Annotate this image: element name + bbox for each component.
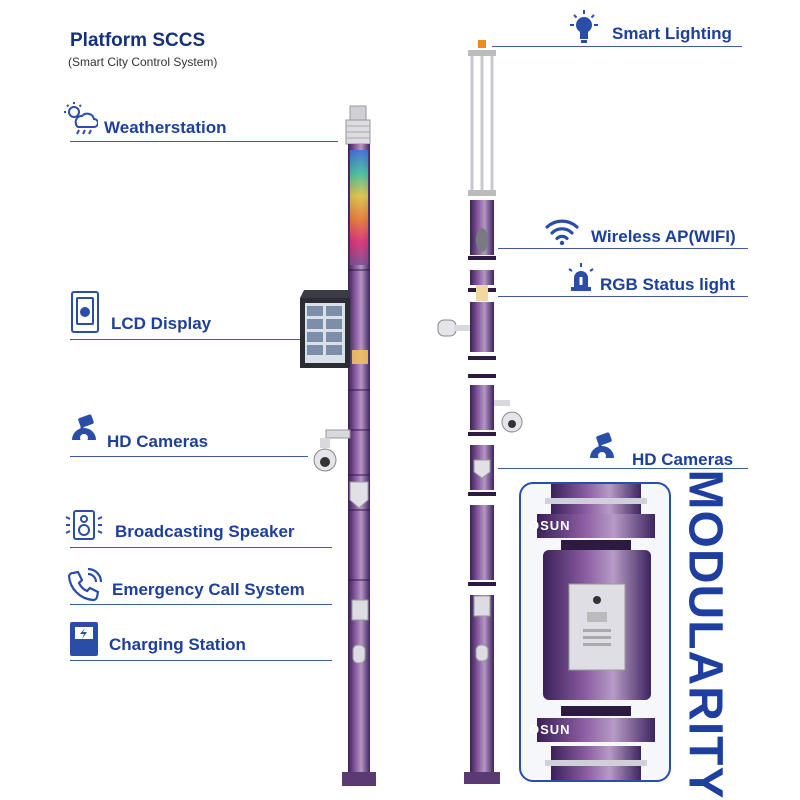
charging-icon xyxy=(68,620,100,658)
modularity-heading: MODULARITY xyxy=(679,469,732,799)
page-title: Platform SCCS xyxy=(70,30,206,51)
leader-line xyxy=(498,248,748,249)
leader-line xyxy=(498,468,748,469)
leader-line xyxy=(70,141,338,142)
label-emergency-call: Emergency Call System xyxy=(112,580,305,599)
leader-line xyxy=(70,339,300,340)
lightbulb-icon xyxy=(566,8,602,48)
label-smart-lighting: Smart Lighting xyxy=(612,24,732,43)
label-lcd-display: LCD Display xyxy=(111,314,212,333)
lcd-display-icon xyxy=(70,290,100,334)
camera-icon xyxy=(586,430,618,464)
camera-icon xyxy=(68,412,100,446)
alarm-light-icon xyxy=(566,262,596,292)
smart-pole-right xyxy=(437,40,523,784)
label-hd-cameras-left: HD Cameras xyxy=(107,432,209,451)
wifi-icon xyxy=(544,218,580,246)
leader-line xyxy=(70,604,332,605)
page-subtitle: (Smart City Control System) xyxy=(68,55,218,69)
label-hd-cameras-right: HD Cameras xyxy=(632,450,734,469)
smart-pole-left xyxy=(300,105,376,786)
modularity-text: MODULARITY xyxy=(678,469,732,799)
leader-line xyxy=(70,660,332,661)
label-weatherstation: Weatherstation xyxy=(104,118,227,137)
module-brand-top: OSUN xyxy=(529,518,571,533)
leader-line xyxy=(492,46,742,47)
label-charging-station: Charging Station xyxy=(109,635,246,654)
leader-line xyxy=(70,547,332,548)
leader-line xyxy=(70,456,308,457)
label-broadcasting-speaker: Broadcasting Speaker xyxy=(115,522,295,541)
phone-icon xyxy=(66,567,103,604)
weather-icon xyxy=(62,100,99,136)
module-brand-bottom: OSUN xyxy=(529,722,571,737)
leader-line xyxy=(498,296,748,297)
module-inset-frame: OSUN OSUN xyxy=(519,482,671,782)
module-illustration xyxy=(537,484,655,780)
label-rgb-status: RGB Status light xyxy=(600,275,736,294)
label-wireless-ap: Wireless AP(WIFI) xyxy=(591,227,736,246)
speaker-icon xyxy=(64,505,104,545)
